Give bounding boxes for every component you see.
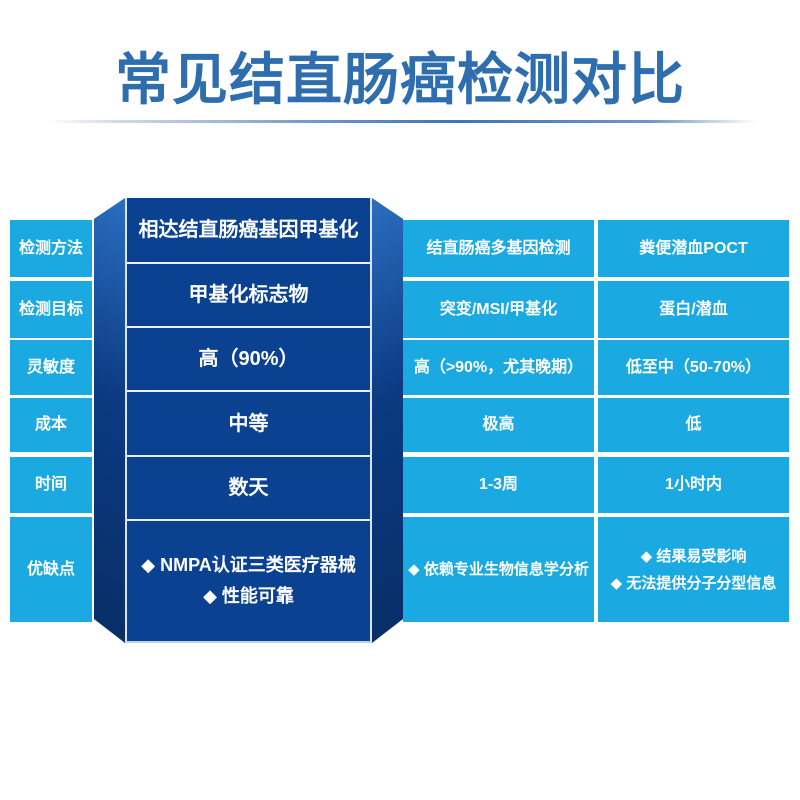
multigene-cell-sensitivity: 高（>90%，尤其晚期） [403, 340, 594, 395]
multigene-cell-method: 结直肠癌多基因检测 [403, 220, 594, 277]
multigene-cell-cost: 极高 [403, 398, 594, 452]
multigene-cell-target: 突变/MSI/甲基化 [403, 281, 594, 338]
product-cell-method: 相达结直肠癌基因甲基化 [127, 198, 370, 264]
title-divider [45, 120, 757, 123]
multigene-cell-time: 1-3周 [403, 457, 594, 513]
product-ribbon-left-fold [94, 198, 125, 643]
poct-cell-notes: ◆ 结果易受影响 ◆ 无法提供分子分型信息 [598, 517, 789, 622]
poct-cell-cost: 低 [598, 398, 789, 452]
row-label-time: 时间 [10, 457, 92, 513]
row-label-method: 检测方法 [10, 220, 92, 277]
product-note-line: ◆ 性能可靠 [203, 586, 294, 606]
product-cell-sensitivity: 高（90%） [127, 328, 370, 392]
poct-cell-time: 1小时内 [598, 457, 789, 513]
poct-cell-method: 粪便潜血POCT [598, 220, 789, 277]
product-cell-cost: 中等 [127, 392, 370, 457]
product-cell-notes: ◆ NMPA认证三类医疗器械 ◆ 性能可靠 [127, 521, 370, 641]
page-title: 常见结直肠癌检测对比 [115, 47, 685, 111]
poct-note-line: ◆ 无法提供分子分型信息 [610, 574, 777, 592]
poct-cell-sensitivity: 低至中（50-70%） [598, 340, 789, 395]
row-label-target: 检测目标 [10, 281, 92, 338]
poct-cell-target: 蛋白/潜血 [598, 281, 789, 338]
multigene-cell-notes: ◆ 依赖专业生物信息学分析 [403, 517, 594, 622]
product-panel: 相达结直肠癌基因甲基化 甲基化标志物 高（90%） 中等 数天 ◆ NMPA认证… [125, 198, 372, 643]
row-label-pros-cons: 优缺点 [10, 517, 92, 622]
product-cell-target: 甲基化标志物 [127, 264, 370, 328]
product-ribbon-right-fold [372, 198, 403, 643]
multigene-note-line: ◆ 依赖专业生物信息学分析 [408, 561, 589, 578]
poct-note-line: ◆ 结果易受影响 [640, 547, 747, 565]
row-label-cost: 成本 [10, 398, 92, 452]
row-label-sensitivity: 灵敏度 [10, 340, 92, 395]
product-note-line: ◆ NMPA认证三类医疗器械 [141, 554, 356, 575]
product-cell-time: 数天 [127, 457, 370, 521]
